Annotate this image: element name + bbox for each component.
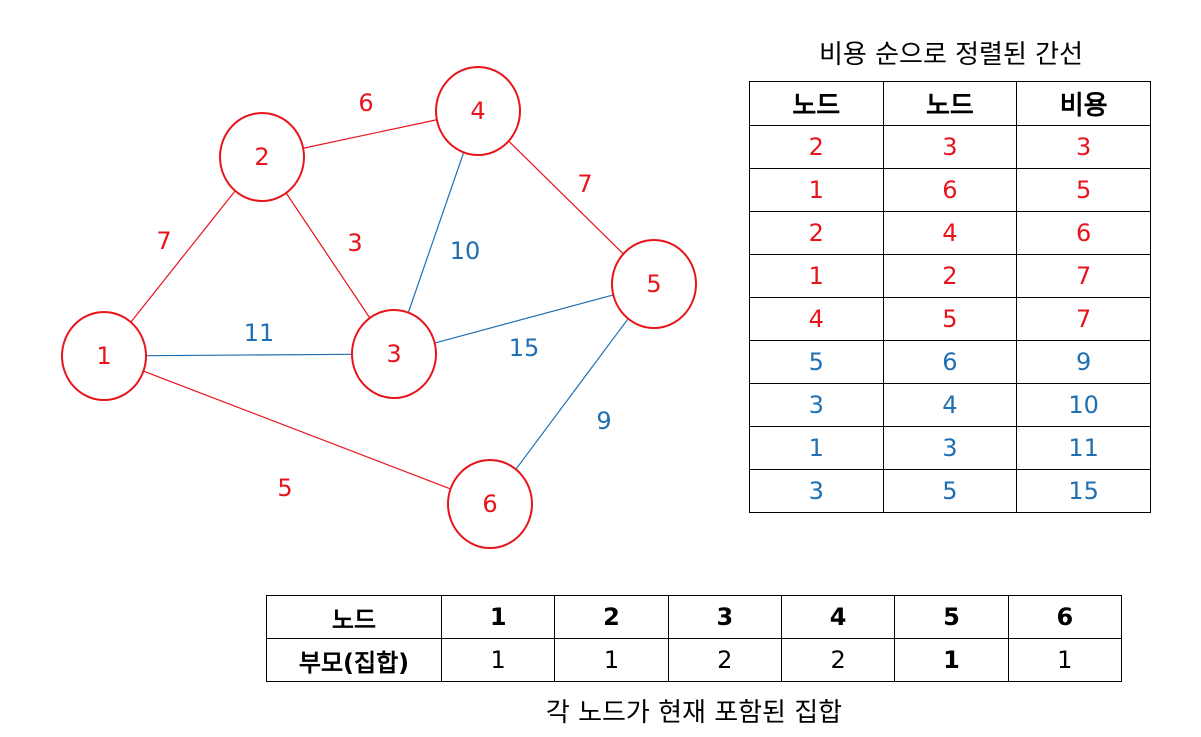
graph-node-4: 4 — [435, 66, 521, 156]
edge-1-6 — [143, 370, 451, 490]
node-circle — [611, 239, 697, 329]
graph-node-1: 1 — [61, 311, 147, 401]
edge-cost-label: 11 — [244, 319, 275, 347]
edge-node-a: 3 — [749, 469, 884, 513]
edge-node-a: 4 — [749, 297, 884, 341]
edge-cost: 3 — [1016, 125, 1151, 169]
node-label: 2 — [254, 143, 269, 171]
graph-diagram: 7 6 3 10 7 11 15 9 5 1 2 3 4 5 6 — [61, 66, 697, 549]
edge-node-a: 3 — [749, 383, 884, 427]
edge-cost-label: 6 — [358, 89, 373, 117]
edge-node-a: 1 — [749, 426, 884, 470]
edge-cost-label: 15 — [509, 334, 540, 362]
edge-1-2 — [130, 190, 236, 323]
node-cell: 6 — [1007, 595, 1123, 639]
edge-node-b: 4 — [882, 211, 1018, 255]
edge-node-b: 6 — [882, 168, 1018, 212]
edge-cost: 15 — [1016, 469, 1151, 513]
parent-cell: 1 — [1007, 638, 1123, 682]
graph-node-5: 5 — [611, 239, 697, 329]
edge-node-a: 5 — [749, 340, 884, 384]
edge-node-b: 4 — [882, 383, 1018, 427]
parent-table-parent-row: 부모(집합) 1 1 2 2 1 1 — [266, 638, 1123, 682]
node-label: 1 — [96, 342, 111, 370]
parent-cell: 1 — [440, 638, 556, 682]
edge-cost: 9 — [1016, 340, 1151, 384]
edge-node-a: 2 — [749, 125, 884, 169]
edge-cost-label: 7 — [577, 170, 592, 198]
edge-cost: 7 — [1016, 254, 1151, 298]
edge-cost-label: 7 — [156, 227, 171, 255]
edge-node-a: 2 — [749, 211, 884, 255]
header-cost: 비용 — [1016, 81, 1151, 126]
edge-node-b: 6 — [882, 340, 1018, 384]
edge-node-b: 3 — [882, 426, 1018, 470]
parent-cell: 1 — [554, 638, 669, 682]
edge-cost-label: 3 — [347, 229, 362, 257]
node-circle — [447, 459, 533, 549]
node-cell: 2 — [554, 595, 669, 639]
edge-cost: 5 — [1016, 168, 1151, 212]
edge-node-b: 2 — [882, 254, 1018, 298]
row-label-node: 노드 — [266, 595, 442, 639]
edge-2-4 — [303, 119, 437, 149]
node-circle — [61, 311, 147, 401]
node-circle — [219, 112, 305, 202]
parent-table-node-row: 노드 1 2 3 4 5 6 — [266, 595, 1123, 639]
edge-table-header-row: 노드 노드 비용 — [749, 81, 1151, 126]
edge-cost-label: 10 — [450, 237, 481, 265]
graph-node-3: 3 — [351, 309, 437, 399]
edge-node-b: 5 — [882, 297, 1018, 341]
node-circle — [351, 309, 437, 399]
parent-table: 노드 1 2 3 4 5 6 부모(집합) 1 1 2 2 1 1 — [266, 595, 1123, 682]
node-label: 3 — [386, 340, 401, 368]
edge-cost: 6 — [1016, 211, 1151, 255]
edge-cost: 11 — [1016, 426, 1151, 470]
edge-node-b: 5 — [882, 469, 1018, 513]
node-circle — [435, 66, 521, 156]
graph-node-6: 6 — [447, 459, 533, 549]
edge-cost: 7 — [1016, 297, 1151, 341]
edge-node-a: 1 — [749, 254, 884, 298]
node-label: 4 — [470, 97, 485, 125]
parent-cell: 1 — [894, 638, 1009, 682]
parent-cell: 2 — [780, 638, 896, 682]
header-node-b: 노드 — [882, 81, 1018, 126]
edge-table-caption: 비용 순으로 정렬된 간선 — [819, 40, 1083, 70]
edge-4-5 — [508, 140, 624, 255]
node-cell: 3 — [667, 595, 782, 639]
edge-node-b: 3 — [882, 125, 1018, 169]
node-cell: 1 — [440, 595, 556, 639]
graph-node-2: 2 — [219, 112, 305, 202]
node-cell: 5 — [894, 595, 1009, 639]
node-label: 6 — [482, 490, 497, 518]
edge-2-3 — [285, 192, 371, 319]
header-node-a: 노드 — [749, 81, 884, 126]
edge-cost-label: 9 — [596, 407, 611, 435]
row-label-parent: 부모(집합) — [266, 638, 442, 682]
edge-cost: 10 — [1016, 383, 1151, 427]
node-label: 5 — [646, 270, 661, 298]
node-cell: 4 — [780, 595, 896, 639]
parent-cell: 2 — [667, 638, 782, 682]
edge-1-3 — [145, 353, 353, 357]
edge-5-6 — [515, 318, 629, 470]
edge-3-5 — [434, 294, 614, 344]
edge-node-a: 1 — [749, 168, 884, 212]
parent-table-caption: 각 노드가 현재 포함된 집합 — [545, 698, 843, 728]
edge-3-4 — [407, 152, 465, 313]
edge-cost-label: 5 — [277, 474, 292, 502]
